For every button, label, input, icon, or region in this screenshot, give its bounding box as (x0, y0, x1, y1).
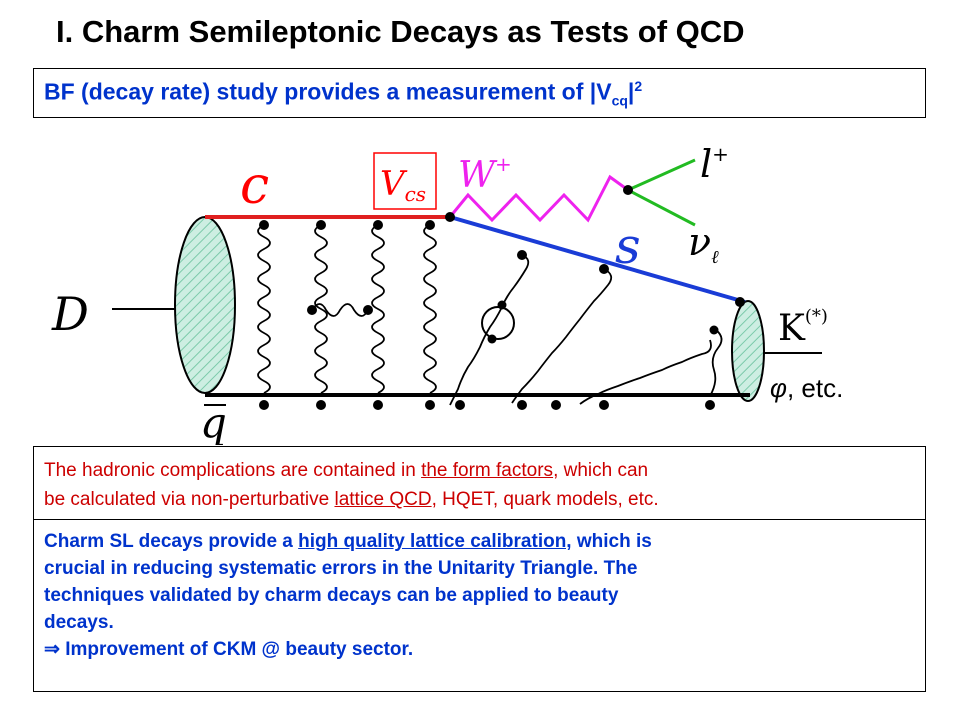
conclusion-line-2: crucial in reducing systematic errors in… (44, 558, 638, 579)
ckm-label-box (373, 152, 437, 210)
subtitle-box: BF (decay rate) study provides a measure… (33, 68, 926, 118)
label-neutrino: νℓ (688, 220, 719, 268)
gluon-cross (311, 303, 369, 317)
slide-title: I. Charm Semileptonic Decays as Tests of… (56, 14, 745, 49)
gluon-8 (709, 329, 723, 397)
subtitle-bar: | (627, 78, 635, 105)
subtitle-subscript: cq (611, 92, 628, 109)
gluon-group (257, 224, 723, 406)
gluon-2 (314, 224, 328, 394)
gluon-5 (449, 254, 530, 406)
s-quark-line (449, 215, 746, 304)
label-final-phi: φ, etc. (770, 373, 843, 403)
conclusion-line-1: Charm SL decays provide a high quality l… (44, 531, 652, 552)
gluon-4 (423, 224, 437, 394)
label-d-meson: D (51, 287, 89, 341)
subtitle-text: BF (decay rate) study provides a measure… (44, 78, 612, 105)
note-line-1: The hadronic complications are contained… (44, 460, 649, 481)
conclusion-line-4: decays. (44, 612, 114, 633)
note-line-2: be calculated via non-perturbative latti… (44, 489, 659, 510)
neutrino-line (627, 188, 696, 227)
label-lepton: l+ (700, 142, 729, 186)
quark-loop (481, 306, 515, 340)
w-boson-line (448, 174, 629, 223)
subtitle-superscript: 2 (634, 78, 643, 94)
lattice-calibration-link: high quality lattice calibration, (298, 531, 572, 552)
gluon-6 (511, 268, 613, 404)
label-w-boson: W+ (458, 152, 512, 196)
gluon-3 (371, 224, 385, 394)
label-final-k: K(*) (778, 306, 828, 349)
d-meson-blob (174, 216, 236, 394)
feynman-diagram: c Vcs W+ l+ νℓ s D q K(*) φ, etc. (51, 142, 843, 445)
final-hadron-blob (731, 300, 765, 402)
gluon-7 (579, 339, 712, 405)
implies-arrow-icon: ⇒ (44, 639, 60, 660)
form-factor-note: The hadronic complications are contained… (33, 446, 926, 520)
label-ckm: Vcs (380, 164, 426, 206)
label-s-quark: s (615, 217, 641, 275)
gluon-1 (257, 224, 271, 394)
vertex-group (259, 185, 745, 410)
conclusion-line-5: ⇒ Improvement of CKM @ beauty sector. (44, 639, 414, 660)
label-c-quark: c (240, 156, 269, 216)
lattice-qcd-link: lattice QCD (334, 489, 432, 510)
label-antiquark: q (200, 398, 227, 445)
conclusion-line-3: techniques validated by charm decays can… (44, 585, 619, 606)
lepton-line (627, 158, 696, 192)
form-factors-link: the form factors (421, 460, 554, 481)
conclusion-box: Charm SL decays provide a high quality l… (33, 520, 926, 692)
